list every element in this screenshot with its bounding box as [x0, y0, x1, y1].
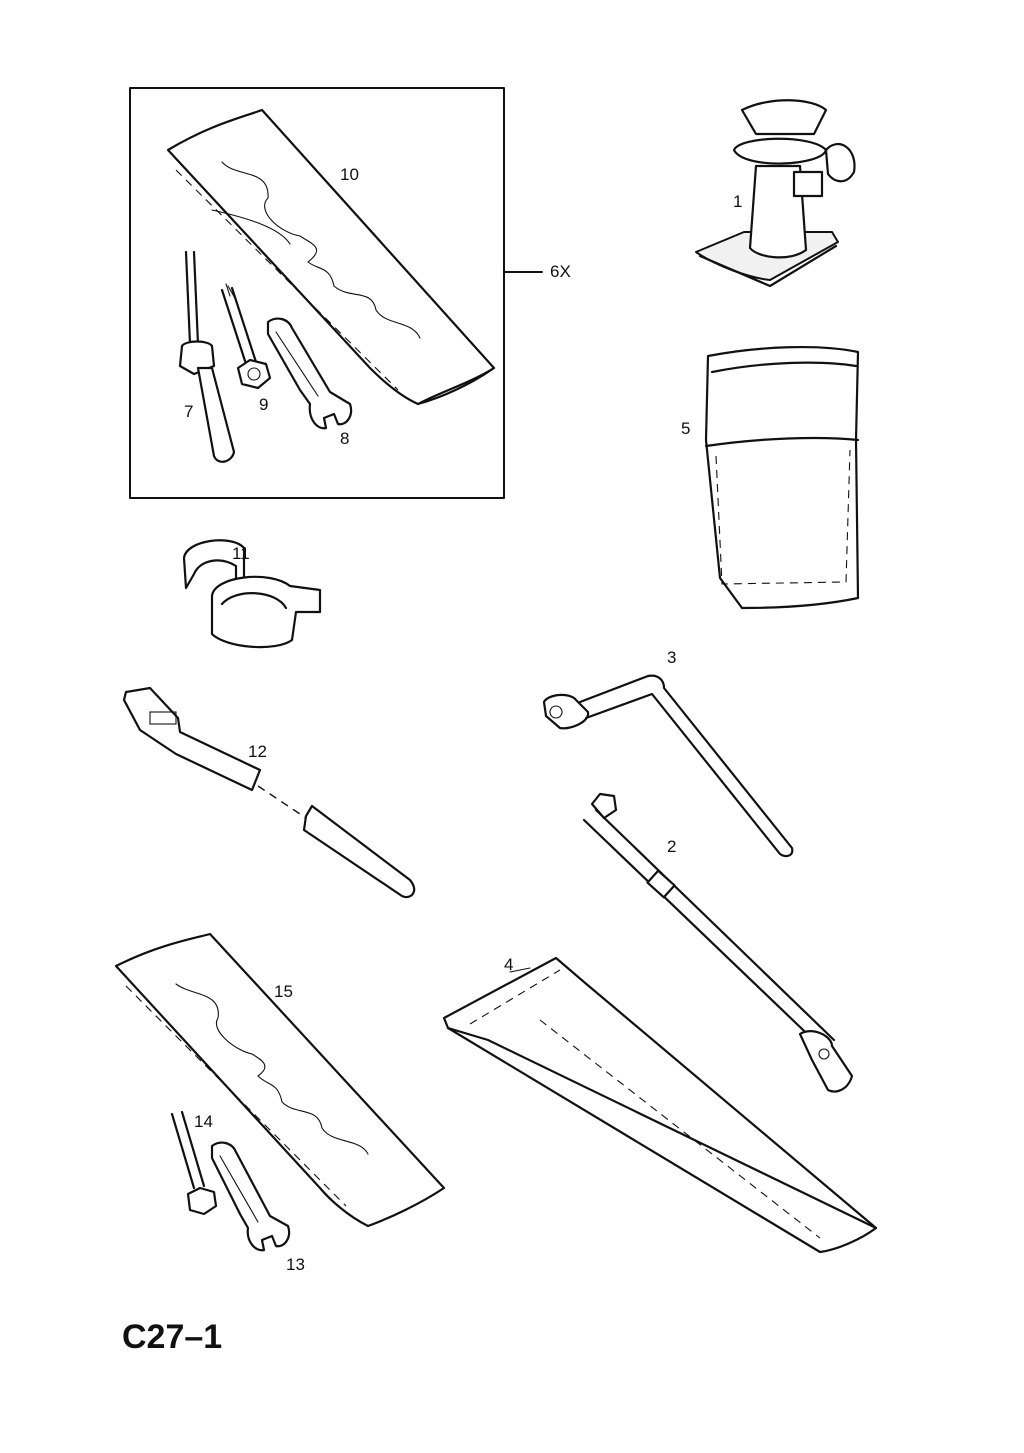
- callout-15: 15: [274, 982, 293, 1001]
- tool-pouch-2-drawing: [114, 932, 446, 1228]
- towing-bolt-drawing: [220, 283, 272, 390]
- callout-7: 7: [184, 402, 194, 421]
- spanner-2-drawing: [210, 1141, 291, 1252]
- tool-kit-group-box: [129, 87, 543, 499]
- large-tool-wrap-drawing: [442, 956, 878, 1254]
- callout-5: 5: [681, 419, 691, 438]
- callout-10: 10: [340, 165, 359, 184]
- jack-handle-drawing: [582, 792, 854, 1093]
- callout-6x: 6X: [550, 262, 571, 281]
- jack-drawing: [695, 99, 856, 288]
- callout-2: 2: [667, 837, 677, 856]
- spanner-drawing: [266, 317, 353, 430]
- callout-4: 4: [504, 955, 514, 974]
- callout-14: 14: [194, 1112, 213, 1131]
- leader-lines: [509, 967, 531, 973]
- wheel-brace-drawing: [542, 674, 794, 858]
- callout-11: 11: [232, 544, 250, 563]
- callout-8: 8: [340, 429, 350, 448]
- cable-tie-drawing: [122, 686, 416, 899]
- callout-12: 12: [248, 742, 267, 761]
- callout-9: 9: [259, 395, 269, 414]
- clips-drawing: [182, 539, 322, 649]
- jack-bag-drawing: [704, 345, 860, 610]
- screwdriver-drawing: [178, 250, 236, 463]
- page-code: C27–1: [122, 1318, 223, 1356]
- callout-3: 3: [667, 648, 677, 667]
- callout-1: 1: [733, 192, 743, 211]
- tool-pouch-drawing: [166, 108, 496, 406]
- callout-13: 13: [286, 1255, 305, 1274]
- bolt-2-drawing: [170, 1110, 218, 1216]
